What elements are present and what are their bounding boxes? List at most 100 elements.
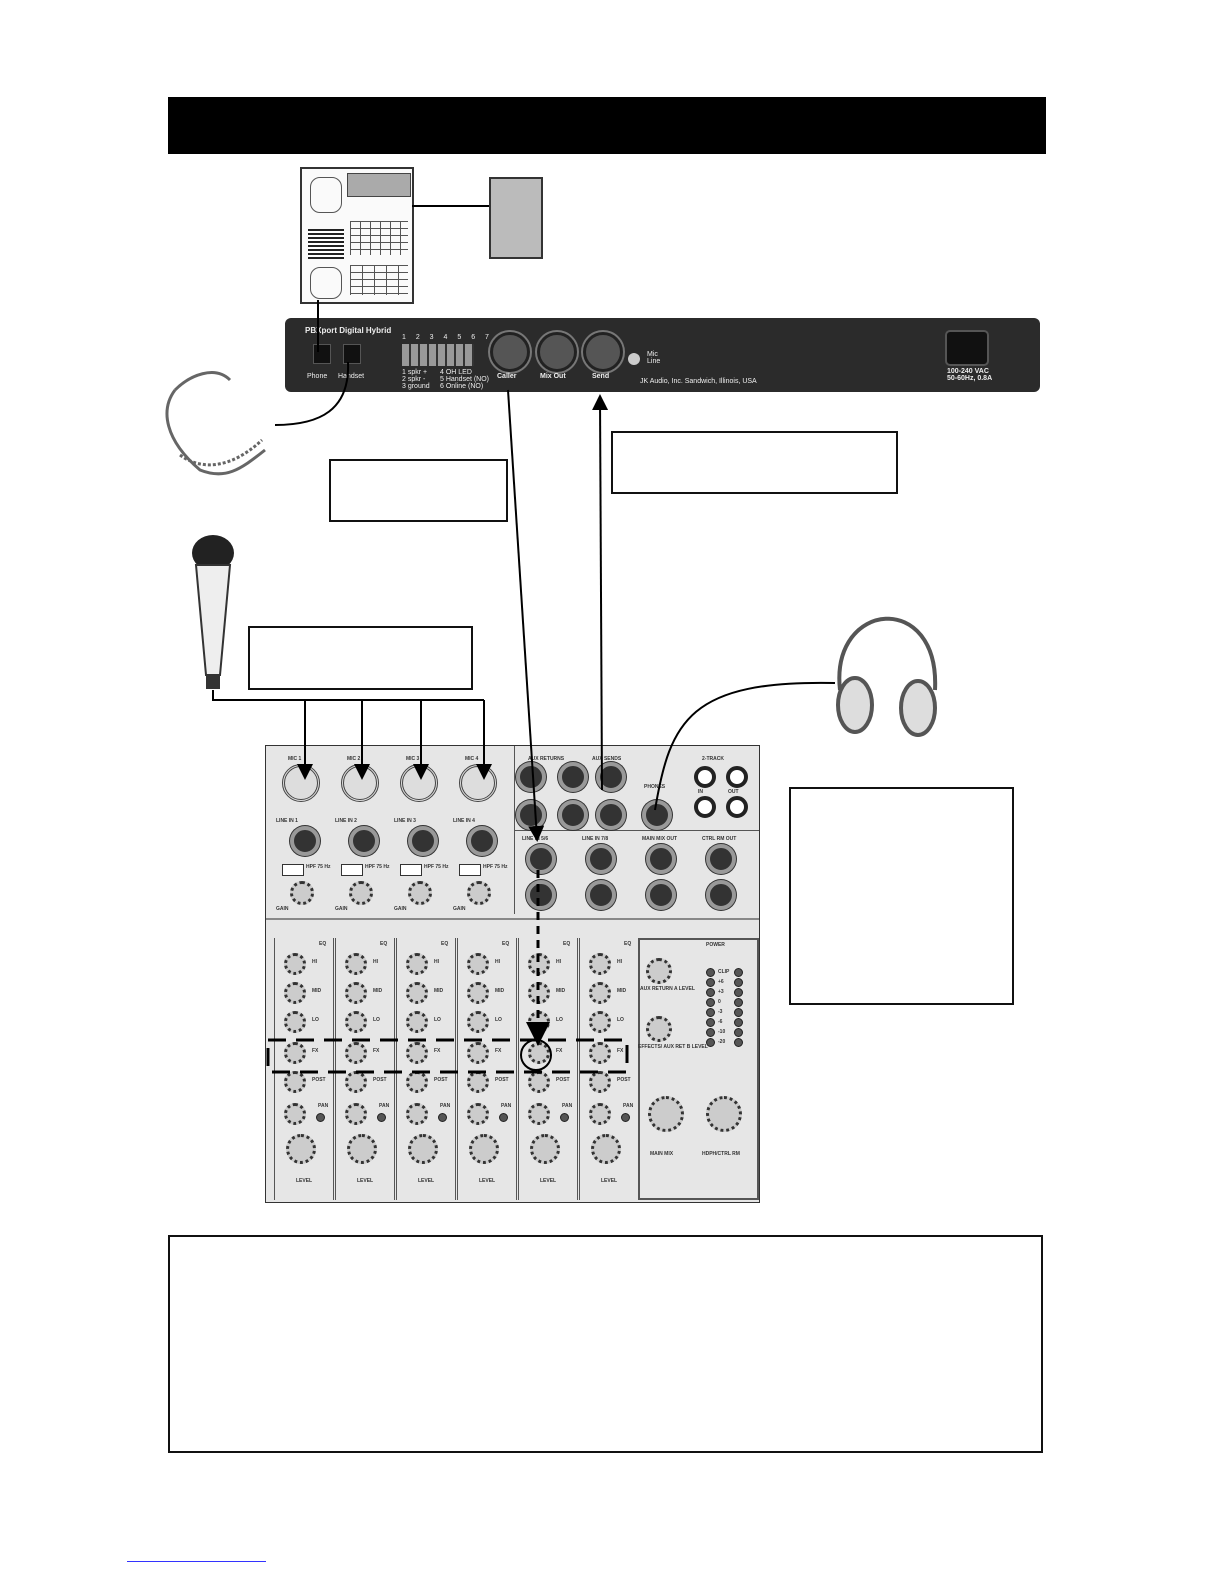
- line-in-jack[interactable]: [467, 826, 497, 856]
- mid-knob[interactable]: [406, 982, 428, 1004]
- jack[interactable]: [586, 844, 616, 874]
- hpf-switch[interactable]: [400, 864, 422, 876]
- mic-label: MIC 4: [465, 756, 479, 762]
- hpf-switch[interactable]: [341, 864, 363, 876]
- level-knob[interactable]: [286, 1134, 316, 1164]
- gain-knob[interactable]: [349, 881, 373, 905]
- effects-knob[interactable]: [646, 1016, 672, 1042]
- caller-xlr[interactable]: [490, 332, 530, 372]
- fx-row-highlight: [266, 1038, 629, 1074]
- meter-led-r: [734, 978, 743, 987]
- pan-knob[interactable]: [406, 1103, 428, 1125]
- gain-knob[interactable]: [290, 881, 314, 905]
- lo-knob[interactable]: [284, 1011, 306, 1033]
- aux-return-a-knob[interactable]: [646, 958, 672, 984]
- handset-jack[interactable]: [343, 344, 361, 364]
- rca-jack[interactable]: [726, 766, 748, 788]
- terminal-legend-left: 1 spkr +2 spkr -3 ground: [402, 369, 430, 390]
- title-bar: [168, 97, 1046, 154]
- peak-led: [499, 1113, 508, 1122]
- post-label: POST: [434, 1077, 448, 1083]
- level-knob[interactable]: [347, 1134, 377, 1164]
- mic-line-switch[interactable]: [628, 353, 640, 365]
- jack[interactable]: [586, 880, 616, 910]
- fx-knob[interactable]: [589, 1042, 611, 1064]
- jack[interactable]: [706, 844, 736, 874]
- pan-knob[interactable]: [284, 1103, 306, 1125]
- jack[interactable]: [526, 844, 556, 874]
- jack[interactable]: [526, 880, 556, 910]
- fx-knob[interactable]: [406, 1042, 428, 1064]
- line-in-jack[interactable]: [290, 826, 320, 856]
- jack[interactable]: [596, 800, 626, 830]
- peak-led: [377, 1113, 386, 1122]
- fx-knob[interactable]: [284, 1042, 306, 1064]
- level-knob[interactable]: [469, 1134, 499, 1164]
- pan-knob[interactable]: [589, 1103, 611, 1125]
- level-knob[interactable]: [591, 1134, 621, 1164]
- pan-knob[interactable]: [345, 1103, 367, 1125]
- meter-led-l: [706, 978, 715, 987]
- mid-knob[interactable]: [284, 982, 306, 1004]
- main-mix-knob[interactable]: [648, 1096, 684, 1132]
- mid-knob[interactable]: [589, 982, 611, 1004]
- mic-label: MIC 2: [347, 756, 361, 762]
- handset-jack-label: Handset: [338, 373, 365, 380]
- hi-knob[interactable]: [406, 953, 428, 975]
- jack[interactable]: [516, 800, 546, 830]
- fx-label: FX: [556, 1048, 563, 1054]
- line-78-label: LINE IN 7/8: [582, 836, 609, 842]
- jack[interactable]: [558, 800, 588, 830]
- lo-label: LO: [312, 1017, 319, 1023]
- pan-knob[interactable]: [528, 1103, 550, 1125]
- mid-knob[interactable]: [467, 982, 489, 1004]
- line-in-jack[interactable]: [408, 826, 438, 856]
- lo-knob[interactable]: [345, 1011, 367, 1033]
- post-knob[interactable]: [589, 1071, 611, 1093]
- meter-led-l: [706, 1038, 715, 1047]
- mid-label: MID: [617, 988, 627, 994]
- post-knob[interactable]: [284, 1071, 306, 1093]
- hdph-label: HDPH/CTRL RM: [702, 1151, 740, 1157]
- link-underline: [127, 1561, 266, 1562]
- jack[interactable]: [706, 880, 736, 910]
- send-xlr[interactable]: [583, 332, 623, 372]
- phones-label: PHONES: [644, 784, 666, 790]
- level-knob[interactable]: [530, 1134, 560, 1164]
- rca-jack[interactable]: [726, 796, 748, 818]
- send-label: Send: [592, 373, 610, 380]
- gain-knob[interactable]: [408, 881, 432, 905]
- post-label: POST: [617, 1077, 631, 1083]
- hpf-label: HPF 75 Hz: [365, 864, 390, 870]
- hi-knob[interactable]: [284, 953, 306, 975]
- lo-knob[interactable]: [406, 1011, 428, 1033]
- line-in-jack[interactable]: [349, 826, 379, 856]
- hpf-switch[interactable]: [459, 864, 481, 876]
- hi-knob[interactable]: [467, 953, 489, 975]
- jack[interactable]: [646, 880, 676, 910]
- aux-sends-label: AUX SENDS: [592, 756, 622, 762]
- pan-knob[interactable]: [467, 1103, 489, 1125]
- fx-knob[interactable]: [467, 1042, 489, 1064]
- jack[interactable]: [558, 762, 588, 792]
- post-label: POST: [312, 1077, 326, 1083]
- mid-knob[interactable]: [345, 982, 367, 1004]
- fx-knob[interactable]: [345, 1042, 367, 1064]
- jack[interactable]: [646, 844, 676, 874]
- jack[interactable]: [516, 762, 546, 792]
- hi-knob[interactable]: [589, 953, 611, 975]
- hi-knob[interactable]: [345, 953, 367, 975]
- gain-label: GAIN: [453, 906, 466, 912]
- main-mix-out-label: MAIN MIX OUT: [642, 836, 677, 842]
- meter-label: -3: [718, 1009, 723, 1015]
- lo-knob[interactable]: [589, 1011, 611, 1033]
- rca-jack[interactable]: [694, 766, 716, 788]
- hdph-knob[interactable]: [706, 1096, 742, 1132]
- hpf-switch[interactable]: [282, 864, 304, 876]
- level-knob[interactable]: [408, 1134, 438, 1164]
- lo-knob[interactable]: [467, 1011, 489, 1033]
- rca-jack[interactable]: [694, 796, 716, 818]
- gain-knob[interactable]: [467, 881, 491, 905]
- mix-out-xlr[interactable]: [537, 332, 577, 372]
